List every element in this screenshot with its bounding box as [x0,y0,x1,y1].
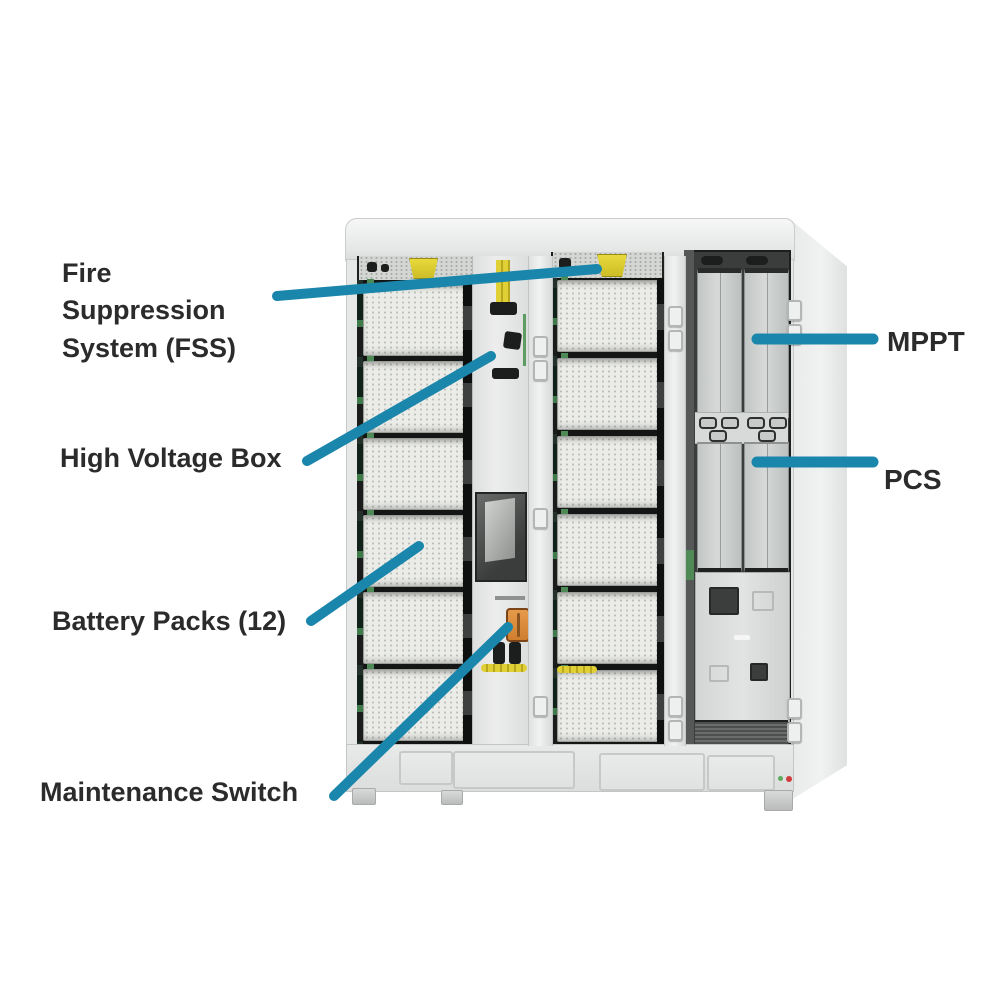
status-led-red [786,776,792,782]
bay-back-panel [695,572,790,722]
plinth-panel [399,751,453,785]
plinth-panel [453,751,575,789]
panel-slot [734,635,750,640]
yellow-cable [496,260,510,306]
pcs-modules [697,442,742,574]
module-separator [695,412,788,444]
battery-pack-column-1 [363,279,465,746]
sensor-blob [367,262,377,272]
fss-pipe-band [553,252,662,280]
lift-handle [746,256,768,265]
plinth-panel [707,755,775,791]
panel-knockout [709,665,729,682]
bay-vent-floor [695,720,788,744]
hinge [787,722,802,743]
yellow-cable [557,666,597,673]
battery-pack [363,356,465,433]
hinge [668,720,683,741]
battery-pack [363,664,465,741]
handle-slot [699,417,717,429]
hinge [787,698,802,719]
battery-pack [557,431,659,508]
hvb-recess [475,492,527,582]
battery-pack [557,509,659,586]
hv-connector [490,302,517,315]
hinge [533,336,548,357]
pack-rail-left [551,278,557,746]
yellow-cable [481,664,527,672]
switch-label-strip [495,596,525,600]
label-fire-suppression-system: Fire Suppression System (FSS) [62,258,237,363]
panel-window [750,663,768,681]
pack-rail-right [657,278,664,746]
battery-pack [557,587,659,664]
battery-pack [363,279,465,356]
label-high-voltage-box: High Voltage Box [60,443,282,473]
battery-pack [363,510,465,587]
bay-side-wall [684,250,694,746]
label-pcs: PCS [884,464,942,495]
hinge [533,360,548,381]
cabinet-foot [764,790,793,811]
hinge [668,306,683,327]
bay-right [684,250,791,746]
cable-gland [509,642,521,664]
handle-slot [758,430,776,442]
pack-rail-left [357,280,363,746]
battery-pack [363,587,465,664]
mppt-modules [697,268,742,418]
pcb-edge [523,314,526,366]
hvb-vent [492,368,519,379]
panel-window [709,587,739,615]
battery-cabinet [345,216,847,812]
fire-suppression-nozzle [409,258,438,279]
sensor-blob [559,258,571,269]
cable-gland [493,642,505,664]
cabinet-foot [441,790,463,805]
handle-slot [769,417,787,429]
plinth-panel [599,753,705,791]
pack-rail-right [463,280,472,746]
pcs-modules [744,442,789,574]
label-maintenance-switch: Maintenance Switch [40,777,299,807]
battery-pack [557,275,659,352]
mppt-modules [744,268,789,418]
hinge [668,696,683,717]
handle-slot [721,417,739,429]
battery-pack [363,433,465,510]
battery-pack-column-2 [557,275,659,746]
hvb-terminal [502,330,523,351]
bay-middle [551,252,664,746]
handle-slot [747,417,765,429]
label-mppt: MPPT [887,326,965,357]
fire-suppression-nozzle [597,254,627,277]
battery-pack [557,665,659,742]
hinge [668,330,683,351]
panel-knockout [752,591,774,611]
hinge [787,324,802,345]
status-led-green [778,776,783,781]
cabinet-plinth [346,744,794,792]
hinge [533,696,548,717]
high-voltage-box [472,256,530,746]
handle-slot [709,430,727,442]
hinge [533,508,548,529]
label-battery-packs: Battery Packs (12) [52,606,287,636]
lift-handle [701,256,723,265]
sensor-blob [381,264,389,272]
door-mullion-1 [528,256,553,746]
hinge [787,300,802,321]
bay-left [357,256,530,746]
door-mullion-2 [664,256,686,746]
battery-pack [557,353,659,430]
maintenance-switch [506,608,530,642]
